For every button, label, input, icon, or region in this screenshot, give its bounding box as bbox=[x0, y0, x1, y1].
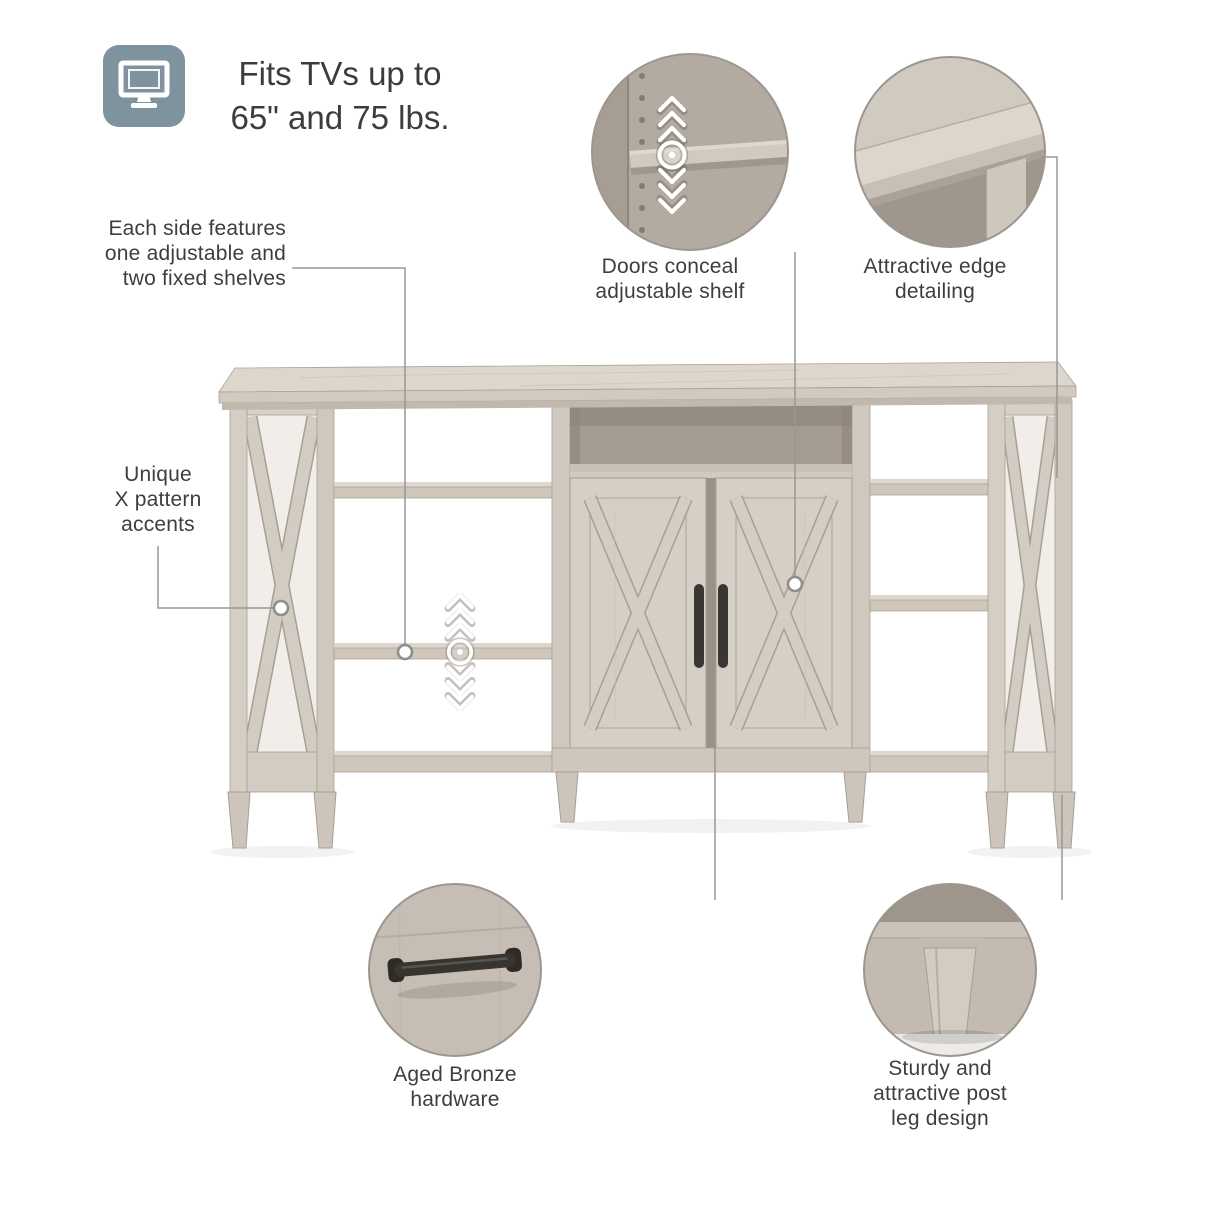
bronze-handle bbox=[387, 947, 523, 999]
cabinet-base bbox=[551, 747, 871, 773]
right-door-handle bbox=[718, 584, 728, 668]
shelf-point-marker bbox=[396, 643, 414, 661]
callout-hardware: Aged Bronze hardware bbox=[353, 1062, 557, 1112]
tv-monitor-glyph bbox=[118, 60, 170, 108]
right-cabinet-door bbox=[715, 477, 853, 749]
chevron-up-icon bbox=[448, 610, 472, 624]
callout-x-pattern: Unique X pattern accents bbox=[95, 462, 221, 537]
title-line: 65" and 75 lbs. bbox=[230, 99, 450, 136]
inset-hardware bbox=[368, 883, 542, 1057]
callout-line: one adjustable and bbox=[104, 242, 286, 265]
callout-legs: Sturdy and attractive post leg design bbox=[843, 1056, 1037, 1131]
corner-post bbox=[986, 158, 1026, 247]
tv-stand-illustration bbox=[210, 361, 1092, 858]
tv-monitor-icon bbox=[103, 45, 185, 127]
callout-line: hardware bbox=[410, 1088, 500, 1111]
callout-line: leg design bbox=[891, 1107, 989, 1130]
adjustable-shelf-marker bbox=[448, 595, 472, 709]
leader-lines bbox=[157, 156, 1063, 900]
inset-post-leg bbox=[863, 883, 1037, 1057]
chevron-up-icon bbox=[448, 595, 472, 609]
right-x-end-panel bbox=[987, 399, 1073, 793]
inset-edge-detail bbox=[854, 56, 1046, 248]
left-cabinet-door bbox=[569, 477, 707, 749]
callout-line: Aged Bronze bbox=[393, 1063, 517, 1086]
center-cabinet bbox=[551, 399, 871, 773]
callout-side-shelves: Each side features one adjustable and tw… bbox=[58, 216, 286, 291]
page-title: Fits TVs up to 65" and 75 lbs. bbox=[190, 52, 490, 140]
target-ring-icon bbox=[660, 143, 685, 168]
callout-line: detailing bbox=[894, 280, 976, 303]
callout-line: Sturdy and bbox=[888, 1057, 992, 1080]
callout-line: X pattern bbox=[114, 488, 202, 511]
left-x-end-panel bbox=[229, 399, 335, 793]
left-shelf-section bbox=[333, 482, 553, 773]
callout-line: attractive post bbox=[873, 1082, 1007, 1105]
chevron-down-icon bbox=[448, 681, 472, 695]
inset-adjustable-shelf bbox=[591, 53, 789, 251]
callout-line: Attractive edge bbox=[863, 255, 1007, 278]
callout-line: Each side features bbox=[108, 217, 286, 240]
floor-shadow bbox=[968, 846, 1092, 858]
callout-line: two fixed shelves bbox=[122, 267, 286, 290]
chevron-up-icon bbox=[448, 625, 472, 639]
leader-side-shelves bbox=[292, 267, 406, 644]
callout-edge: Attractive edge detailing bbox=[833, 254, 1037, 304]
floor-shadow bbox=[210, 846, 354, 858]
target-ring-icon bbox=[449, 641, 472, 664]
callout-doors: Doors conceal adjustable shelf bbox=[568, 254, 772, 304]
x-pattern-point-marker bbox=[272, 599, 290, 617]
title-line: Fits TVs up to bbox=[238, 55, 442, 92]
callout-line: Unique bbox=[124, 463, 192, 486]
post-legs bbox=[227, 771, 1076, 849]
left-door-handle bbox=[694, 584, 704, 668]
right-shelf-section bbox=[869, 479, 989, 773]
tabletop bbox=[218, 361, 1077, 410]
leader-edge bbox=[1041, 156, 1058, 478]
chevron-down-icon bbox=[448, 696, 472, 710]
door-point-marker bbox=[786, 575, 804, 593]
floor-shadow bbox=[551, 819, 871, 833]
edge-molding bbox=[222, 397, 1072, 410]
callout-line: Doors conceal bbox=[601, 255, 739, 278]
chevron-down-icon bbox=[448, 666, 472, 680]
callout-line: accents bbox=[121, 513, 195, 536]
callout-line: adjustable shelf bbox=[595, 280, 745, 303]
leader-x-pattern bbox=[157, 546, 273, 609]
